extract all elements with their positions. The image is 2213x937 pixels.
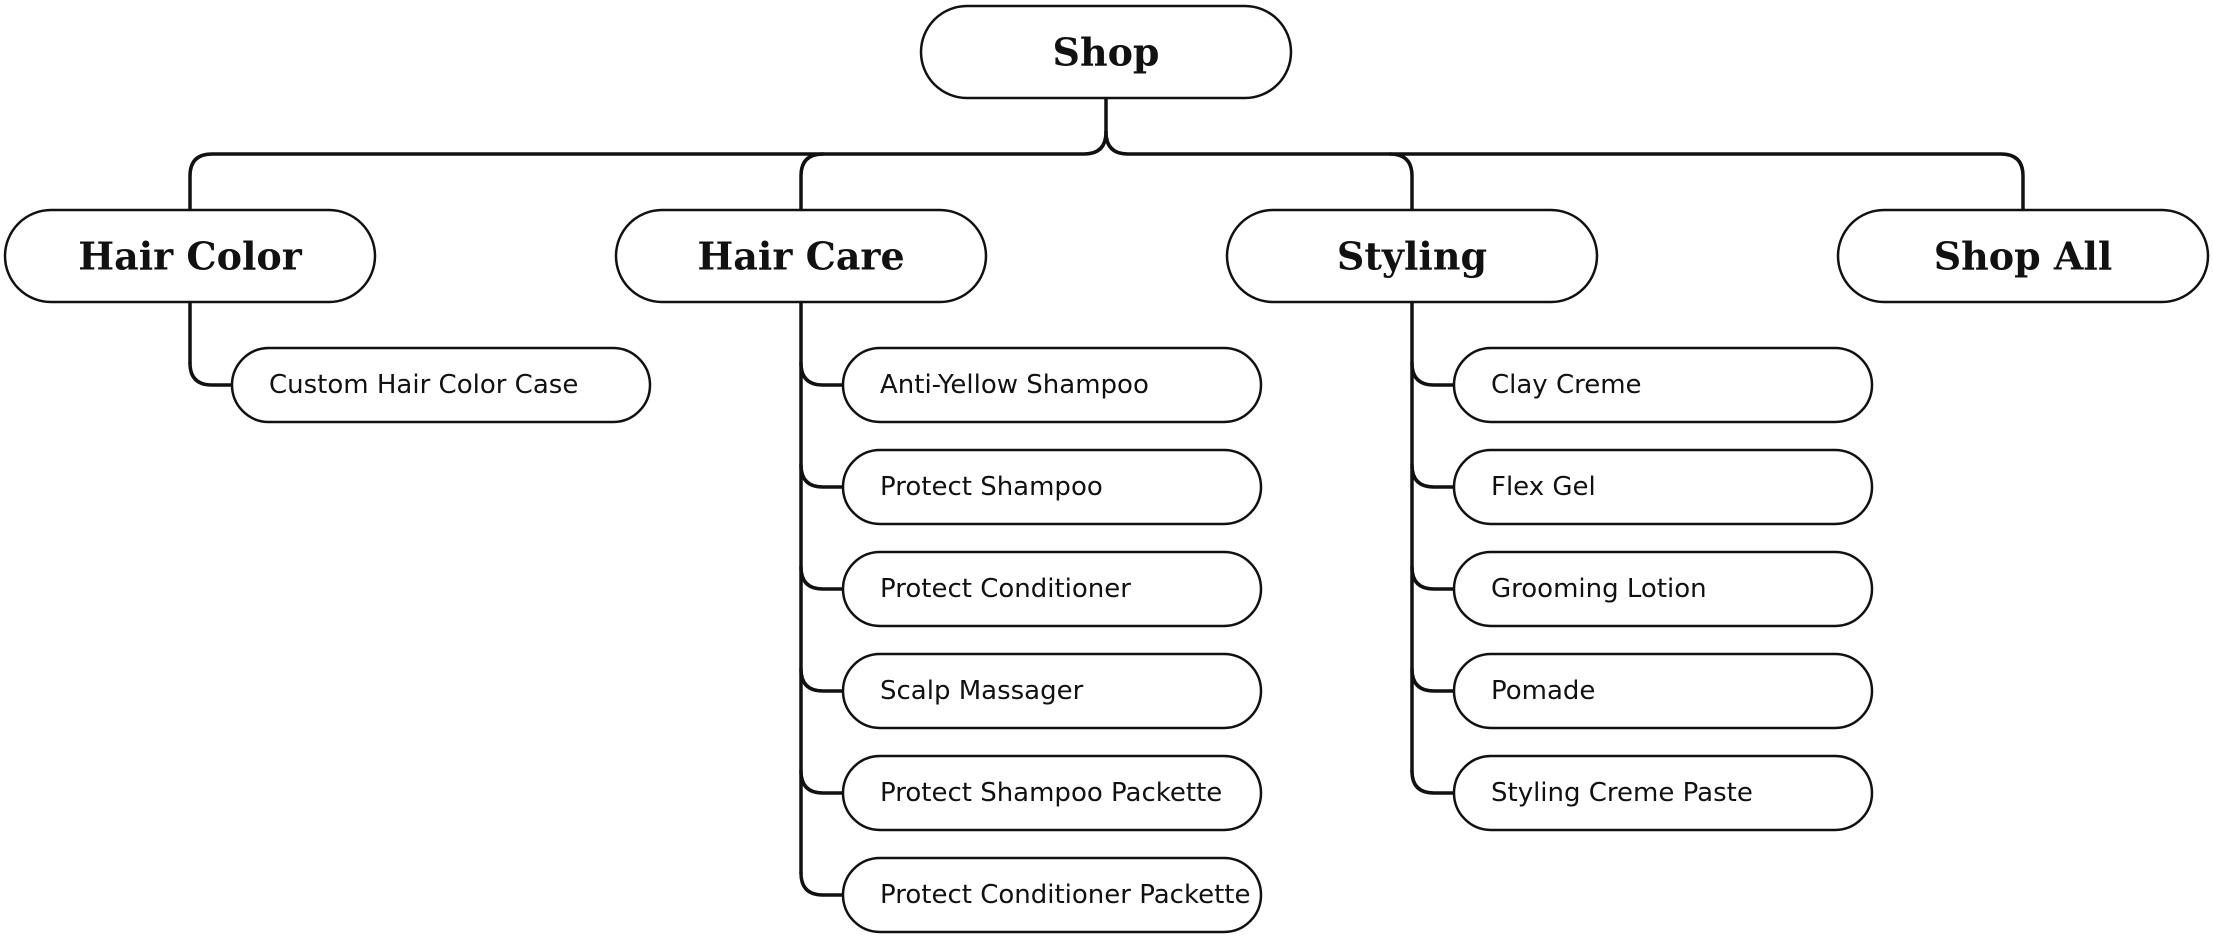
bus-drop-connector-2	[1388, 152, 1414, 212]
subitem-node-protect-conditioner-packette-label: Protect Conditioner Packette	[880, 880, 1250, 910]
subitem-node-protect-shampoo-shape	[841, 448, 1263, 526]
subitem-node-protect-conditioner-packette[interactable]: Protect Conditioner Packette	[841, 856, 1263, 934]
subitem-node-custom-hair-color-case-label: Custom Hair Color Case	[269, 370, 578, 400]
subitem-node-protect-shampoo-packette[interactable]: Protect Shampoo Packette	[841, 754, 1263, 832]
subitem-node-grooming-lotion[interactable]: Grooming Lotion	[1452, 550, 1874, 628]
category-node-shop-all-label: Shop All	[1934, 234, 2113, 279]
subitem-node-protect-conditioner-label: Protect Conditioner	[880, 574, 1131, 604]
root-node-shop[interactable]: Shop	[919, 4, 1293, 100]
bus-drop-connector-1	[799, 152, 825, 212]
subitem-node-scalp-massager-label: Scalp Massager	[880, 676, 1084, 706]
branch-connector-scalp-massager	[799, 667, 845, 693]
subitem-node-anti-yellow-shampoo-label: Anti-Yellow Shampoo	[880, 370, 1149, 400]
category-node-styling-shape	[1225, 208, 1599, 304]
subitem-node-grooming-lotion-label: Grooming Lotion	[1491, 574, 1707, 604]
subitem-node-scalp-massager-shape	[841, 652, 1263, 730]
branch-connector-protect-conditioner-packette	[799, 871, 845, 897]
subitem-node-styling-creme-paste-shape	[1452, 754, 1874, 832]
subitem-node-pomade[interactable]: Pomade	[1452, 652, 1874, 730]
subitem-node-flex-gel-shape	[1452, 448, 1874, 526]
subitem-node-clay-creme-label: Clay Creme	[1491, 370, 1642, 400]
subitem-node-styling-creme-paste[interactable]: Styling Creme Paste	[1452, 754, 1874, 832]
subitem-node-protect-conditioner-shape	[841, 550, 1263, 628]
subitem-node-protect-conditioner[interactable]: Protect Conditioner	[841, 550, 1263, 628]
subitem-node-protect-shampoo[interactable]: Protect Shampoo	[841, 448, 1263, 526]
branch-connector-protect-shampoo-packette	[799, 769, 845, 795]
subitem-node-grooming-lotion-shape	[1452, 550, 1874, 628]
branch-connector-protect-shampoo	[799, 463, 845, 489]
connectors	[188, 96, 2025, 897]
root-node-shop-shape	[919, 4, 1293, 100]
category-node-shop-all-shape	[1836, 208, 2210, 304]
subitem-node-clay-creme[interactable]: Clay Creme	[1452, 346, 1874, 424]
category-node-hair-care-label: Hair Care	[697, 234, 904, 279]
subitem-node-anti-yellow-shampoo-shape	[841, 346, 1263, 424]
branch-connector-styling-creme-paste	[1410, 769, 1456, 795]
subitem-node-custom-hair-color-case[interactable]: Custom Hair Color Case	[230, 346, 652, 424]
category-node-shop-all[interactable]: Shop All	[1836, 208, 2210, 304]
subitem-node-protect-shampoo-packette-label: Protect Shampoo Packette	[880, 778, 1222, 808]
subitem-node-custom-hair-color-case-shape	[230, 346, 652, 424]
category-node-hair-care[interactable]: Hair Care	[614, 208, 988, 304]
subitem-node-protect-shampoo-label: Protect Shampoo	[880, 472, 1103, 502]
subitem-node-flex-gel-label: Flex Gel	[1491, 472, 1596, 502]
root-node-shop-label: Shop	[1053, 30, 1160, 75]
branch-connector-anti-yellow-shampoo	[799, 361, 845, 387]
branch-connector-pomade	[1410, 667, 1456, 693]
branch-connector-grooming-lotion	[1410, 565, 1456, 591]
bus-left-connector	[188, 130, 1108, 212]
subitem-node-clay-creme-shape	[1452, 346, 1874, 424]
category-node-styling[interactable]: Styling	[1225, 208, 1599, 304]
category-node-hair-color[interactable]: Hair Color	[3, 208, 377, 304]
subitem-node-styling-creme-paste-label: Styling Creme Paste	[1491, 778, 1753, 808]
category-node-hair-color-shape	[3, 208, 377, 304]
subitem-node-pomade-shape	[1452, 652, 1874, 730]
subitem-node-protect-conditioner-packette-shape	[841, 856, 1263, 934]
subitem-node-anti-yellow-shampoo[interactable]: Anti-Yellow Shampoo	[841, 346, 1263, 424]
subitem-node-scalp-massager[interactable]: Scalp Massager	[841, 652, 1263, 730]
branch-connector-custom-hair-color-case	[188, 361, 234, 387]
branch-connector-flex-gel	[1410, 463, 1456, 489]
branch-connector-protect-conditioner	[799, 565, 845, 591]
category-node-hair-color-label: Hair Color	[78, 234, 303, 279]
category-node-styling-label: Styling	[1337, 234, 1487, 279]
branch-connector-clay-creme	[1410, 361, 1456, 387]
subitem-node-protect-shampoo-packette-shape	[841, 754, 1263, 832]
bus-right-connector	[1104, 130, 2025, 212]
category-node-hair-care-shape	[614, 208, 988, 304]
subitem-node-flex-gel[interactable]: Flex Gel	[1452, 448, 1874, 526]
subitem-node-pomade-label: Pomade	[1491, 676, 1595, 706]
